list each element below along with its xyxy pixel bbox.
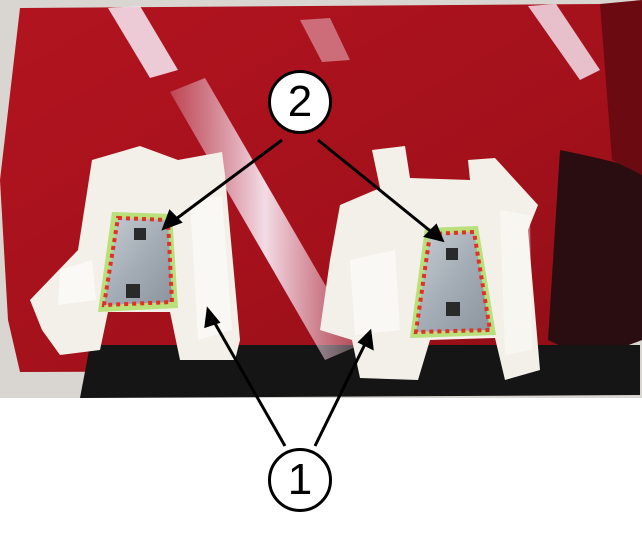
masking-fixture-left — [30, 146, 240, 360]
callout-1-label: 1 — [287, 455, 313, 504]
reflection-streak — [528, 4, 600, 80]
arrow-icon — [161, 138, 445, 447]
callout-2: 2 — [268, 70, 332, 134]
masking-fixture-right — [320, 146, 540, 380]
callout-2-label: 2 — [287, 77, 313, 126]
panel-dark-edge — [548, 150, 642, 360]
callout-1: 1 — [268, 448, 332, 512]
reflection-streak — [108, 6, 178, 78]
panel-rim — [600, 0, 642, 175]
reflection-streak — [170, 78, 360, 360]
reflection-streak — [300, 18, 350, 62]
